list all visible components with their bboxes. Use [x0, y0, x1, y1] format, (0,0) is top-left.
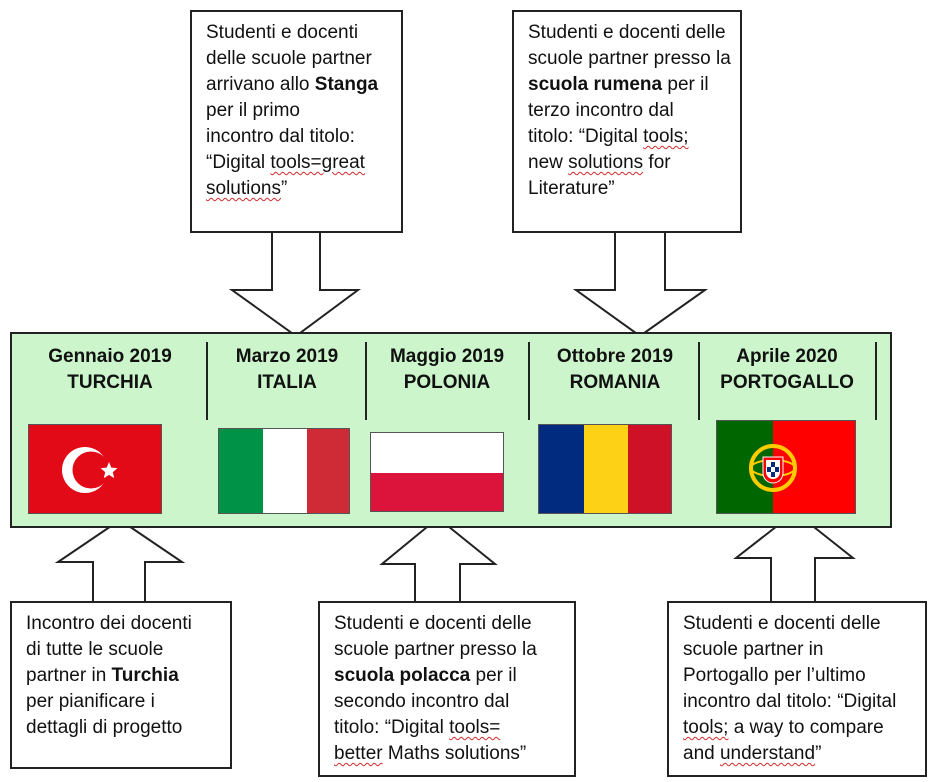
flag-polonia — [370, 432, 504, 512]
period-date: Gennaio 2019 — [48, 346, 172, 367]
callout-romania: Studenti e docenti delle scuole partner … — [512, 10, 742, 233]
armillary-shield-icon — [749, 444, 797, 492]
arrow-polonia — [379, 516, 498, 603]
callout-line: terzo incontro dal — [528, 100, 674, 121]
callout-line: delle scuole partner — [206, 48, 372, 69]
callout-line: scuola polacca per il — [334, 665, 517, 686]
callout-line: scuole partner in — [683, 639, 824, 660]
spellcheck-text: tools; — [643, 126, 689, 147]
spellcheck-text: tools= — [449, 717, 501, 738]
timeline-separator — [365, 342, 367, 420]
flag-romania — [538, 424, 672, 514]
highlight-text: scuola polacca — [334, 665, 471, 686]
callout-line: Studenti e docenti delle — [683, 613, 881, 634]
callout-line: secondo incontro dal — [334, 691, 510, 712]
flag-turchia — [28, 424, 162, 514]
arrow-italia — [228, 231, 362, 338]
callout-line: per pianificare i — [26, 691, 155, 712]
callout-polonia: Studenti e docenti delle scuole partner … — [318, 601, 576, 777]
callout-italia: Studenti e docenti delle scuole partner … — [190, 10, 403, 233]
period-date: Maggio 2019 — [389, 346, 505, 367]
period-italia: Marzo 2019 ITALIA — [202, 344, 372, 396]
callout-line: scuola rumena per il — [528, 74, 709, 95]
timeline-separator — [206, 342, 208, 420]
callout-line: tools; a way to compare — [683, 717, 884, 738]
period-date: Ottobre 2019 — [556, 346, 674, 367]
callout-line: Studenti e docenti — [206, 22, 359, 43]
callout-line: better Maths solutions” — [334, 743, 527, 764]
callout-line: “Digital tools=great — [206, 152, 365, 173]
period-romania: Ottobre 2019 ROMANIA — [530, 344, 700, 396]
callout-line: Studenti e docenti delle — [528, 22, 726, 43]
callout-line: incontro dal titolo: — [206, 126, 355, 147]
flag-italia — [218, 428, 350, 514]
spellcheck-text: tools=great — [270, 152, 365, 173]
callout-line: titolo: “Digital tools; — [528, 126, 689, 147]
spellcheck-text: solutions — [206, 178, 281, 199]
highlight-text: Turchia — [111, 665, 179, 686]
arrow-romania — [572, 231, 709, 338]
callout-line: incontro dal titolo: “Digital — [683, 691, 897, 712]
callout-portogallo: Studenti e docenti delle scuole partner … — [667, 601, 927, 777]
callout-line: solutions” — [206, 178, 288, 199]
spellcheck-text: solutions — [568, 152, 644, 173]
timeline-separator — [698, 342, 700, 420]
period-polonia: Maggio 2019 POLONIA — [362, 344, 532, 396]
callout-line: new solutions for — [528, 152, 671, 173]
period-turchia: Gennaio 2019 TURCHIA — [25, 344, 195, 396]
highlight-text: scuola rumena — [528, 74, 663, 95]
callout-line: scuole partner presso la — [334, 639, 537, 660]
callout-line: arrivano allo Stanga — [206, 74, 379, 95]
callout-line: per il primo — [206, 100, 300, 121]
period-country: ROMANIA — [569, 372, 661, 393]
spellcheck-text: understand — [719, 743, 816, 764]
callout-line: Literature” — [528, 178, 615, 199]
arrow-turchia — [54, 518, 186, 603]
callout-line: titolo: “Digital tools= — [334, 717, 501, 738]
callout-turchia: Incontro dei docenti di tutte le scuole … — [10, 601, 232, 769]
callout-line: dettagli di progetto — [26, 717, 183, 738]
timeline-separator — [528, 342, 530, 420]
callout-line: di tutte le scuole — [26, 639, 164, 660]
crescent-star-icon — [62, 447, 118, 493]
highlight-text: Stanga — [314, 74, 379, 95]
period-country: PORTOGALLO — [720, 372, 854, 393]
callout-line: partner in Turchia — [26, 665, 179, 686]
flag-portogallo — [716, 420, 856, 514]
callout-line: scuole partner presso la — [528, 48, 731, 69]
period-date: Aprile 2020 — [736, 346, 838, 367]
callout-line: Studenti e docenti delle — [334, 613, 532, 634]
callout-line: Portogallo per l’ultimo — [683, 665, 866, 686]
spellcheck-text: tools; — [683, 717, 729, 738]
period-country: ITALIA — [257, 372, 317, 393]
period-country: POLONIA — [403, 372, 491, 393]
period-portogallo: Aprile 2020 PORTOGALLO — [702, 344, 872, 396]
spellcheck-text: better — [334, 743, 383, 764]
period-date: Marzo 2019 — [235, 346, 339, 367]
callout-line: Incontro dei docenti — [26, 613, 192, 634]
timeline-separator — [875, 342, 877, 420]
period-country: TURCHIA — [67, 372, 153, 393]
callout-line: and understand” — [683, 743, 822, 764]
